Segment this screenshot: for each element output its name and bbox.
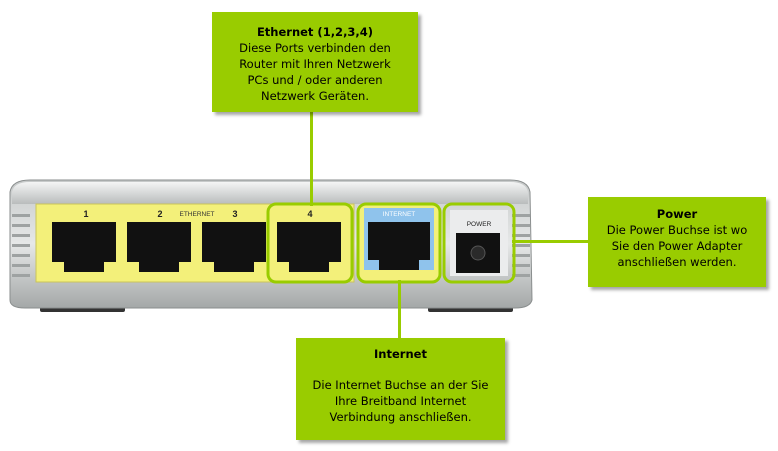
ethernet-label: ETHERNET (179, 211, 214, 218)
power-callout-line: Sie den Power Adapter (611, 239, 743, 253)
power-callout-title: Power (656, 207, 698, 221)
power-label: POWER (467, 221, 492, 228)
internet-callout-line: Verbindung anschließen. (329, 410, 472, 424)
power-highlight (442, 202, 516, 284)
port-label-4: 4 (307, 209, 312, 219)
ethernet-connector-line (310, 112, 313, 206)
ethernet-port-4[interactable] (277, 222, 341, 272)
port-label-2: 2 (157, 209, 162, 219)
internet-callout-line: Die Internet Buchse an der Sie (312, 378, 489, 392)
internet-callout-title: Internet (374, 347, 427, 361)
router-ridges-right (512, 214, 530, 277)
ethernet-callout-line: Diese Ports verbinden den (239, 41, 391, 55)
ethernet-callout-line: Netzwerk Geräten. (260, 89, 370, 103)
ethernet-callout: Ethernet (1,2,3,4) Diese Ports verbinden… (212, 12, 418, 112)
power-jack-pin (470, 245, 486, 261)
ethernet-callout-line: Router mit Ihren Netzwerk (239, 57, 391, 71)
power-connector-line (512, 240, 589, 243)
ethernet-callout-title: Ethernet (1,2,3,4) (256, 25, 374, 39)
ethernet-port-1[interactable] (52, 222, 116, 272)
internet-connector-line (398, 280, 401, 340)
internet-port[interactable] (368, 222, 430, 270)
ethernet-callout-line: PCs und / oder anderen (247, 73, 383, 87)
power-callout-line: anschließen werden. (617, 255, 737, 269)
router-top-bevel (12, 182, 528, 204)
ethernet-port-2[interactable] (127, 222, 191, 272)
ethernet-port-3[interactable] (202, 222, 266, 272)
router-ridges-left (12, 214, 30, 277)
internet-callout: Internet Die Internet Buchse an der Sie … (296, 338, 505, 440)
power-callout: Power Die Power Buchse ist wo Sie den Po… (588, 197, 766, 287)
port-label-1: 1 (83, 209, 88, 219)
internet-callout-line: Ihre Breitband Internet (334, 394, 467, 408)
power-callout-line: Die Power Buchse ist wo (606, 223, 748, 237)
internet-label: INTERNET (383, 211, 416, 218)
port-label-3: 3 (232, 209, 237, 219)
